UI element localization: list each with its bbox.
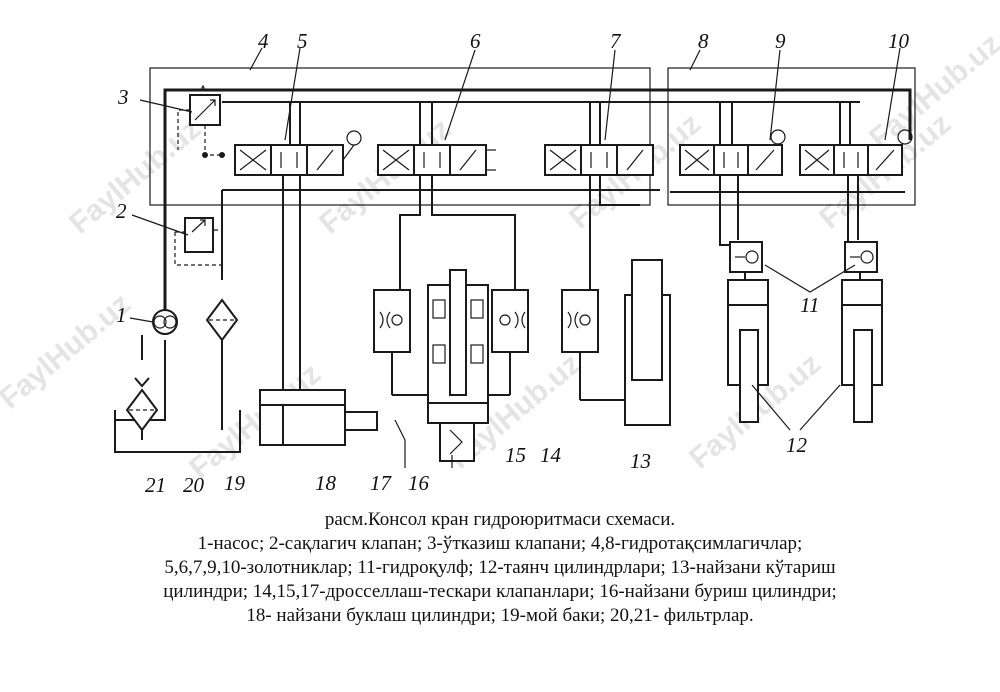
figure-caption: расм.Консол кран гидроюритмаси схемаси. … — [0, 508, 1000, 628]
label-3: 3 — [117, 85, 129, 109]
throttle-check-valve-17 — [373, 289, 411, 395]
distributor-4-frame — [149, 67, 651, 206]
line-to-cylinder-18 — [282, 175, 301, 390]
spool-valve-9 — [679, 129, 786, 176]
slewing-cylinder-16 — [392, 269, 510, 462]
label-21: 21 — [145, 473, 166, 497]
return-line — [221, 189, 905, 280]
label-12: 12 — [786, 433, 808, 457]
label-4: 4 — [258, 29, 269, 53]
throttle-check-valve-14 — [561, 289, 599, 400]
label-15: 15 — [505, 443, 526, 467]
label-8: 8 — [698, 29, 709, 53]
callout-labels: 1 2 3 4 5 6 7 8 9 10 11 12 13 14 15 16 1… — [116, 29, 910, 497]
spool-drops — [289, 102, 851, 145]
label-20: 20 — [183, 473, 205, 497]
filter-20 — [205, 298, 239, 342]
label-13: 13 — [630, 449, 651, 473]
label-19: 19 — [224, 471, 246, 495]
label-16: 16 — [408, 471, 430, 495]
label-11: 11 — [800, 293, 819, 317]
safety-valve-2 — [174, 217, 223, 266]
hydraulic-lock-11b — [844, 241, 878, 273]
spool-valve-6 — [377, 144, 496, 176]
caption-line-4: 18- найзани буклаш цилиндри; 19-мой баки… — [246, 605, 754, 626]
leader-lines — [129, 47, 901, 468]
label-6: 6 — [470, 29, 481, 53]
throttle-check-valve-15 — [491, 289, 529, 395]
label-18: 18 — [315, 471, 337, 495]
lines-to-cylinders-12 — [719, 175, 859, 246]
pressure-line — [163, 88, 912, 330]
filter-21 — [125, 377, 159, 432]
watermark-2: FaylHub.uz — [313, 112, 457, 240]
distributor-8-frame — [667, 67, 916, 206]
caption-line-3: цилиндри; 14,15,17-дросселлаш-тескари кл… — [163, 581, 837, 602]
label-7: 7 — [610, 29, 622, 53]
label-10: 10 — [888, 29, 910, 53]
lifting-cylinder-13 — [580, 259, 671, 426]
line-to-cylinder-13 — [589, 175, 640, 290]
caption-title: расм.Консол кран гидроюритмаси схемаси. — [324, 509, 676, 530]
hydraulic-scheme-diagram: FaylHub.uz FaylHub.uz FaylHub.uz FaylHub… — [0, 27, 1000, 497]
label-17: 17 — [370, 471, 393, 495]
outrigger-cylinder-12b — [841, 272, 883, 423]
line-to-cylinder-16 — [399, 175, 516, 290]
label-9: 9 — [775, 29, 786, 53]
label-5: 5 — [297, 29, 308, 53]
spool-valve-7 — [544, 144, 654, 176]
cylinder-18 — [259, 389, 378, 446]
outrigger-cylinder-12a — [727, 272, 769, 423]
spool-valve-5 — [234, 130, 362, 176]
oil-tank — [114, 410, 241, 453]
label-2: 2 — [116, 199, 127, 223]
hydraulic-lock-11a — [729, 241, 763, 273]
pump-1 — [152, 309, 178, 335]
caption-line-1: 1-насос; 2-сақлагич клапан; 3-ўтказиш кл… — [197, 533, 803, 554]
label-14: 14 — [540, 443, 562, 467]
spool-valve-10 — [799, 129, 913, 176]
caption-line-2: 5,6,7,9,10-золотниклар; 11-гидроқулф; 12… — [164, 557, 836, 578]
label-1: 1 — [116, 303, 127, 327]
bypass-valve-3 — [177, 84, 225, 158]
